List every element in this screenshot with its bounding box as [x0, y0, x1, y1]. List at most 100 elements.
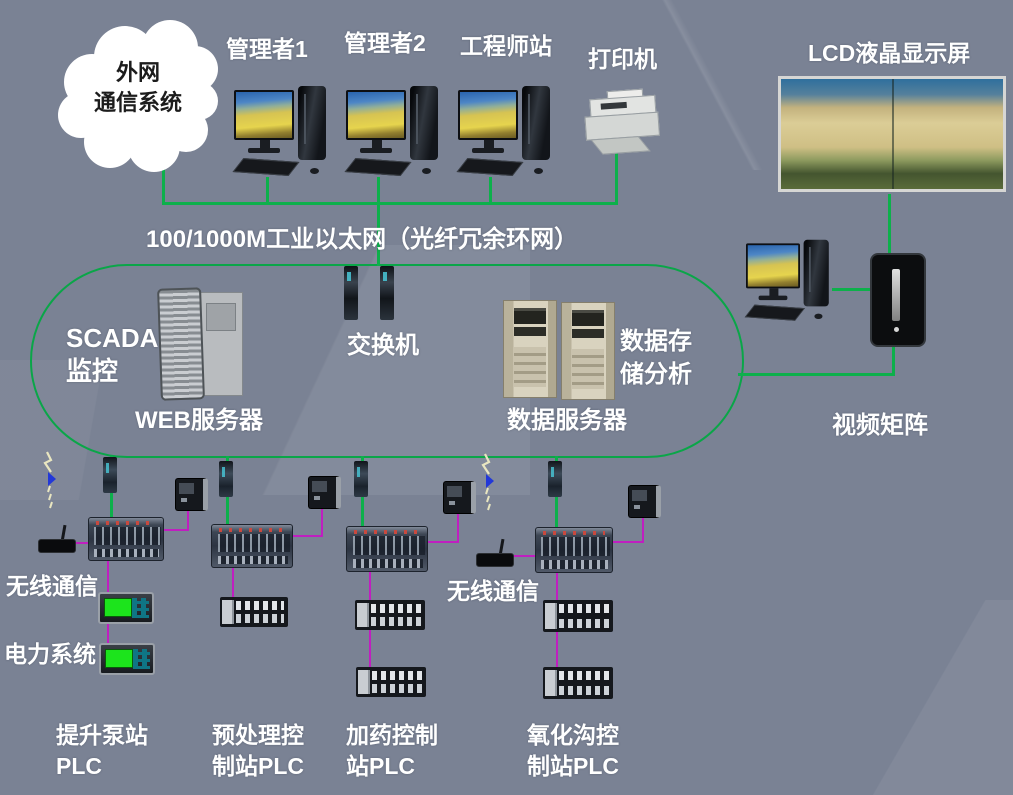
hmi-keypad [133, 649, 150, 669]
monitor-icon [346, 90, 406, 140]
server-tower-front [157, 287, 205, 401]
monitor-icon [746, 243, 800, 289]
signal-link [613, 541, 644, 543]
label-printer: 打印机 [588, 46, 657, 72]
label-wireless-1: 无线通信 [6, 573, 98, 599]
pc-tower-icon [803, 239, 829, 307]
monitor-screen [236, 92, 292, 138]
label-video-matrix: 视频矩阵 [832, 412, 928, 439]
label-data-server: 数据服务器 [507, 407, 627, 434]
label-station3-line2: 站PLC [346, 753, 415, 779]
plc-status-lights [354, 529, 420, 534]
label-station2-line1: 预处理控 [212, 722, 304, 748]
monitor-base [248, 148, 280, 153]
network-bus [162, 202, 618, 205]
io-module-rack [355, 600, 425, 630]
server-ring-outline [30, 264, 744, 458]
signal-link [74, 542, 88, 544]
router-body [476, 553, 514, 567]
network-link [162, 157, 165, 205]
keyboard-icon [344, 158, 412, 176]
power-meter-hmi-icon [99, 643, 155, 675]
signal-link [457, 512, 459, 543]
lcd-panel-divider [892, 79, 894, 189]
label-station3-line1: 加药控制 [346, 722, 438, 748]
signal-link [164, 529, 189, 531]
ethernet-switch-icon [380, 266, 394, 320]
signal-link [321, 507, 323, 537]
network-link [888, 194, 891, 255]
mouse-icon [534, 168, 543, 174]
hmi-panel-icon [628, 485, 661, 518]
cloud-label: 外网 通信系统 [58, 58, 218, 118]
signal-link [107, 561, 109, 592]
label-station4-line2: 制站PLC [527, 753, 619, 779]
mouse-icon [310, 168, 319, 174]
fiber-converter-icon [103, 457, 117, 493]
network-link [266, 177, 269, 203]
hmi-panel-icon [443, 481, 476, 514]
monitor-screen [460, 92, 516, 138]
label-station1-line1: 提升泵站 [56, 722, 148, 748]
signal-link [232, 568, 234, 597]
hmi-keypad [132, 598, 149, 618]
label-station4-line1: 氧化沟控 [527, 722, 619, 748]
plc-rack-pretreatment [211, 524, 293, 568]
label-station1: 提升泵站 PLC [56, 720, 148, 782]
label-engineer-station: 工程师站 [460, 33, 552, 59]
wireless-modem-icon [38, 523, 76, 553]
data-server-icon [561, 302, 615, 400]
video-matrix-icon [870, 253, 926, 347]
pc-tower-icon [410, 86, 438, 160]
signal-link [187, 508, 189, 530]
matrix-slot [892, 269, 900, 321]
server-drive-bay [572, 310, 604, 326]
network-link [489, 177, 492, 203]
signal-link [556, 632, 558, 667]
signal-link [107, 624, 109, 643]
io-end-cap [545, 603, 557, 629]
monitor-stand [372, 140, 382, 149]
external-network-cloud-icon: 外网 通信系统 [58, 20, 218, 178]
network-link [377, 205, 380, 266]
label-switch: 交换机 [347, 332, 419, 359]
ethernet-switch-icon [344, 266, 358, 320]
label-data-storage-line1: 数据存 [620, 328, 692, 355]
network-link [377, 177, 380, 203]
plc-status-lights [219, 527, 285, 532]
hmi-panel-icon [308, 476, 341, 509]
signal-link [642, 516, 644, 543]
hmi-green-screen [105, 649, 133, 668]
plc-status-lights [95, 520, 157, 525]
printer-tray [590, 136, 651, 155]
engineer-computer-icon [456, 84, 563, 179]
label-web-server: WEB服务器 [135, 407, 263, 434]
background-facet [860, 600, 1013, 795]
io-module-rack [356, 667, 426, 697]
signal-link [369, 630, 371, 667]
fiber-converter-icon [354, 461, 368, 497]
video-operator-computer-icon [744, 238, 841, 324]
network-link [615, 151, 618, 203]
server-drive-bay [514, 308, 546, 324]
label-station4: 氧化沟控 制站PLC [527, 720, 619, 782]
signal-link [369, 572, 371, 600]
monitor-base [758, 295, 788, 301]
network-link [832, 288, 872, 291]
label-station2: 预处理控 制站PLC [212, 720, 304, 782]
server-vents [572, 349, 604, 389]
radio-antenna-icon [476, 452, 500, 514]
pc-tower-icon [522, 86, 550, 160]
monitor-screen [348, 92, 404, 138]
pc-tower-icon [298, 86, 326, 160]
io-module-rack [543, 667, 613, 699]
matrix-indicator [894, 327, 899, 332]
monitor-screen [747, 245, 799, 287]
server-drive-bay [572, 329, 604, 338]
label-data-storage-line2: 储分析 [620, 361, 692, 388]
data-server-icon [503, 300, 557, 398]
monitor-base [472, 148, 504, 153]
io-end-cap [222, 600, 234, 624]
label-data-storage: 数据存 储分析 [620, 325, 692, 391]
